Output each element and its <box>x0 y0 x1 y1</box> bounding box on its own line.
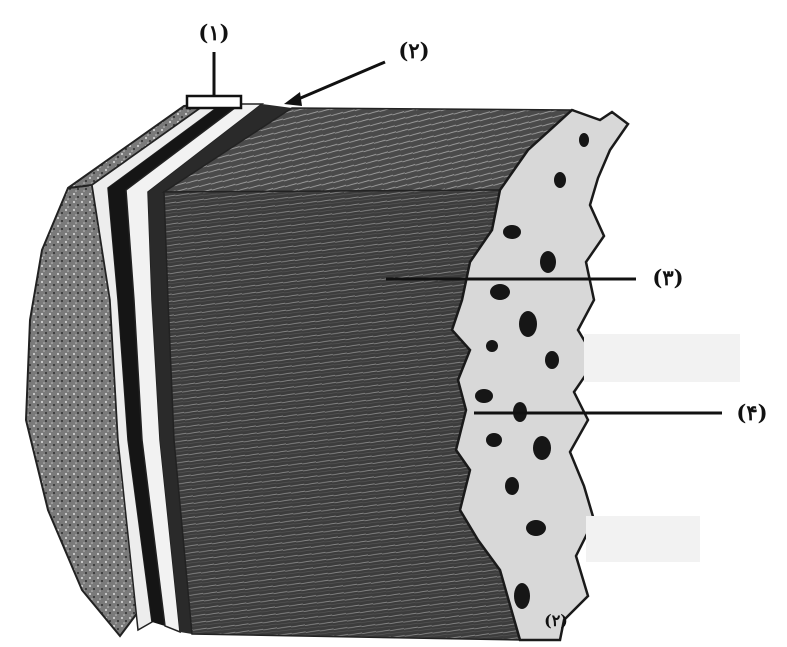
label-2-arrow <box>296 62 385 100</box>
blank-label-box-upper <box>584 334 740 382</box>
label-1: (۱) <box>198 20 229 45</box>
corner-mark: (۲) <box>544 611 568 630</box>
label-3: (۳) <box>652 265 683 290</box>
blank-label-box-lower <box>586 516 700 562</box>
label-1-bracket <box>187 96 241 108</box>
label-2-arrowhead <box>284 92 302 106</box>
label-2: (۲) <box>398 38 429 63</box>
label-4: (۴) <box>736 400 767 425</box>
